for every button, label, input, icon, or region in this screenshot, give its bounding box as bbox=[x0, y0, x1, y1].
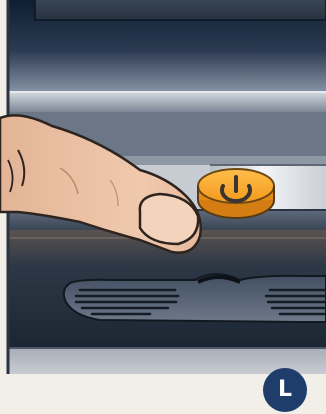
step-badge: L bbox=[263, 368, 307, 412]
vent-slot bbox=[64, 274, 326, 322]
top-window bbox=[35, 0, 326, 20]
power-button bbox=[198, 169, 274, 218]
step-label: L bbox=[278, 379, 292, 401]
